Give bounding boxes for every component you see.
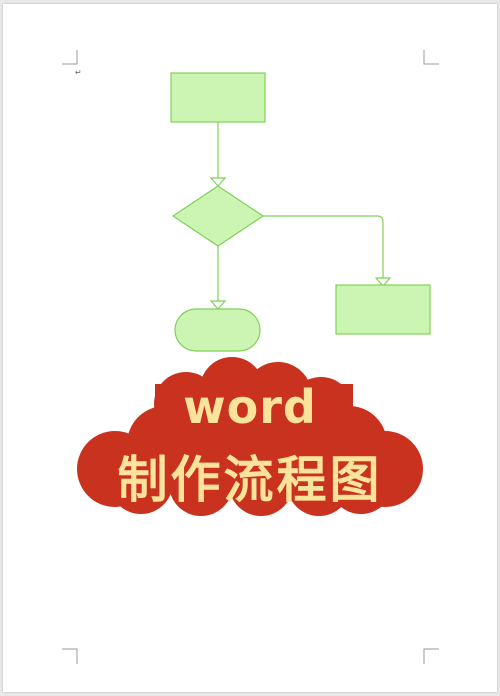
paragraph-mark: ↵ bbox=[75, 68, 82, 77]
connector-decision-to-right bbox=[263, 215, 384, 278]
corner-mark-bottom-left bbox=[62, 648, 78, 664]
flowchart-decision-diamond[interactable] bbox=[171, 185, 265, 247]
page-canvas bbox=[62, 50, 439, 664]
banner-title-chinese: 制作流程图 bbox=[117, 451, 383, 509]
arrowhead-down-1 bbox=[209, 177, 227, 187]
arrowhead-down-2 bbox=[209, 300, 227, 310]
flowchart-terminator[interactable] bbox=[174, 308, 261, 352]
title-banner-cloud bbox=[77, 357, 423, 516]
banner-title-word: word bbox=[183, 380, 317, 434]
document-page[interactable]: ↵ word 制作流程图 bbox=[3, 4, 497, 692]
corner-mark-top-right bbox=[423, 50, 439, 65]
arrowhead-down-3 bbox=[374, 277, 392, 287]
corner-mark-top-left bbox=[62, 50, 78, 65]
corner-mark-bottom-right bbox=[423, 648, 439, 664]
flowchart-process-box-right[interactable] bbox=[335, 284, 431, 335]
flowchart-process-box-top[interactable] bbox=[170, 72, 266, 123]
